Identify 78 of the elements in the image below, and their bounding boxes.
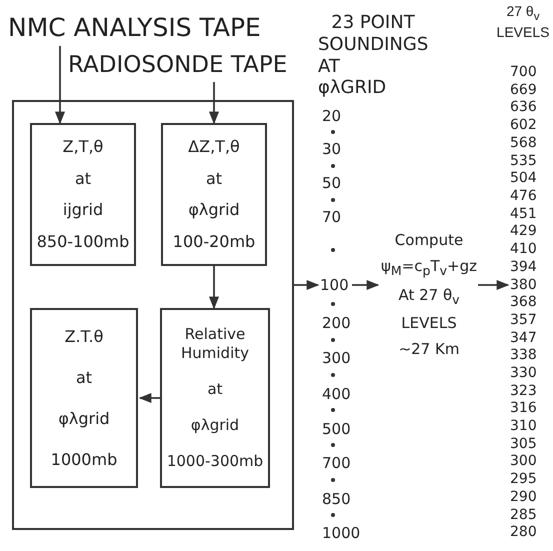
pressure-level: 300 xyxy=(322,349,351,367)
theta-level: 476 xyxy=(510,188,537,204)
variables-text: ΔZ,T,θ xyxy=(187,136,241,157)
arrow xyxy=(208,266,220,310)
pressure-level: 500 xyxy=(322,420,351,438)
pressure-level: 700 xyxy=(322,454,351,472)
at-text: at xyxy=(74,168,92,189)
theta-level: 669 xyxy=(510,82,537,98)
theta-level: 602 xyxy=(510,117,537,134)
arrow xyxy=(352,280,380,290)
column-heading: AT xyxy=(318,56,340,77)
arrow xyxy=(138,392,160,404)
theta-level: 305 xyxy=(510,436,537,452)
theta-level: 568 xyxy=(510,134,537,151)
at-text: at xyxy=(74,368,94,388)
pressure-level: 20 xyxy=(322,107,342,125)
column-heading: 23 POINT SOUNDINGS xyxy=(318,12,428,56)
pressure-level: 200 xyxy=(322,314,351,332)
theta-level: 330 xyxy=(510,364,537,381)
theta-level: 338 xyxy=(510,347,537,364)
at-text: at xyxy=(206,380,224,399)
theta-level: 316 xyxy=(510,400,537,416)
level-value: 100 xyxy=(320,275,352,295)
pressure-range-text: 850-100mb xyxy=(36,232,130,252)
arrow xyxy=(294,280,320,290)
height-text: ~27 Km xyxy=(398,340,460,358)
grid-text: φλgrid xyxy=(190,416,240,435)
at-text: at xyxy=(204,168,224,189)
theta-level: 394 xyxy=(510,258,537,275)
levels-text: LEVELS xyxy=(400,314,458,333)
theta-level: 451 xyxy=(510,206,537,222)
compute-heading: Compute xyxy=(394,231,464,250)
process-box xyxy=(160,308,270,488)
theta-level: 410 xyxy=(510,241,537,257)
grid-text: φλgrid xyxy=(57,408,111,428)
theta-level: 295 xyxy=(510,471,537,488)
pressure-level: 50 xyxy=(322,174,342,192)
arrow xyxy=(54,46,66,124)
grid-text: φλgrid xyxy=(187,200,241,220)
column-heading: 27 θ$_{v}$ LEVELS xyxy=(496,3,550,41)
levels-text: At 27 θ$_{v}$ xyxy=(397,286,461,308)
pressure-range-text: 100-20mb xyxy=(172,232,256,252)
column-heading: φλGRID xyxy=(318,77,386,98)
theta-level: 300 xyxy=(510,453,537,470)
variables-text: Z.T.θ xyxy=(64,326,104,346)
source-label: RADIOSONDE TAPE xyxy=(68,48,304,82)
pressure-level: 70 xyxy=(322,208,342,226)
arrow xyxy=(478,280,510,290)
process-box xyxy=(161,123,267,266)
variables-text: Relative Humidity xyxy=(180,324,250,362)
frame-box xyxy=(12,100,294,530)
theta-level: 535 xyxy=(510,152,537,168)
theta-level: 368 xyxy=(510,294,537,310)
theta-level: 323 xyxy=(510,382,537,399)
process-box xyxy=(30,123,136,266)
theta-level: 310 xyxy=(510,418,537,434)
theta-level: 347 xyxy=(510,330,537,346)
theta-level: 700 xyxy=(510,64,537,80)
theta-level: 429 xyxy=(510,223,537,240)
arrow xyxy=(208,82,220,124)
pressure-level: 30 xyxy=(322,140,342,158)
variables-text: Z,T,θ xyxy=(62,136,104,157)
theta-level: 636 xyxy=(510,99,537,116)
process-box xyxy=(30,308,138,488)
formula-text: ψ$_{M}$=c$_{p}$T$_{v}$+gz xyxy=(380,257,478,279)
pressure-range-text: 1000mb xyxy=(50,450,118,470)
source-label: NMC ANALYSIS TAPE xyxy=(8,10,258,46)
pressure-level: 1000 xyxy=(322,524,360,542)
theta-level: 290 xyxy=(510,488,537,505)
grid-text: ijgrid xyxy=(62,200,104,220)
pressure-level: 850 xyxy=(322,490,351,508)
pressure-level: 400 xyxy=(322,385,351,403)
level-value: 380 xyxy=(510,276,544,294)
pressure-range-text: 1000-300mb xyxy=(166,452,264,472)
theta-level: 357 xyxy=(510,312,537,328)
theta-level: 285 xyxy=(510,506,537,522)
theta-level: 504 xyxy=(510,170,537,186)
theta-level: 280 xyxy=(510,524,537,540)
